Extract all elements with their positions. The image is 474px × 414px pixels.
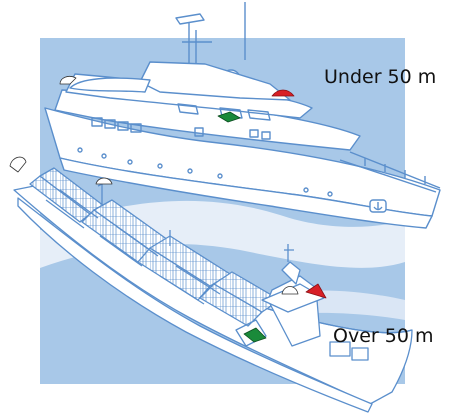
cargo-ship-size-label: Over 50 m <box>333 325 433 347</box>
cargo-masthead-light-fore <box>10 157 26 172</box>
yacht-size-label: Under 50 m <box>324 66 436 88</box>
yacht-radar <box>176 14 204 24</box>
